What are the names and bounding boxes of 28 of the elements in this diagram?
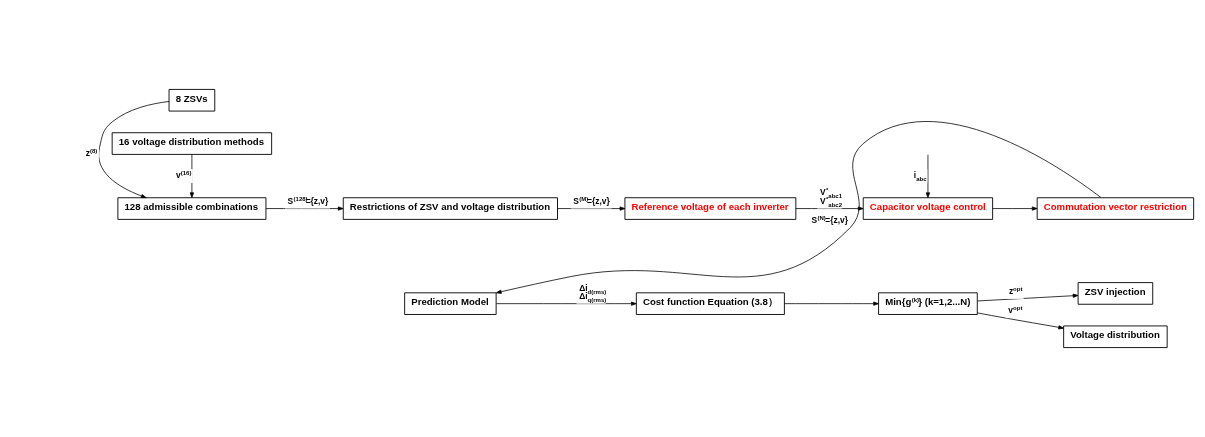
edge-label: v$^{(16)}$	[175, 170, 192, 180]
node-box: 16 voltage distribution methods	[111, 132, 273, 155]
arrow	[784, 301, 879, 306]
node-box: Cost function Equation (3.8）	[635, 292, 785, 315]
arrow	[977, 312, 1064, 330]
node-box: Min{g$^{(k)}$} (k=1,2...N)	[878, 292, 978, 315]
arrow	[977, 293, 1079, 302]
edge-label: S$^{(N)}$={z,v}	[811, 214, 848, 225]
edge-label: S$^{(128)}$={z,v}	[287, 195, 329, 206]
edge-label: Δi$_{d(rms)}$ Δi$_{q(rms)}$	[579, 282, 607, 303]
edge-label: z$^{(8)}$	[85, 148, 98, 159]
arrow	[992, 206, 1038, 211]
node-box: Restrictions of ZSV and voltage distribution	[342, 197, 558, 220]
node-box: 128 admissible combinations	[117, 197, 267, 220]
node-box: Voltage distribution	[1063, 325, 1168, 349]
node-box: Capacitor voltage control	[862, 197, 994, 220]
edge-label: S$^{(M)}$={z,v}	[573, 195, 610, 206]
node-box: Prediction Model	[404, 292, 497, 315]
arrow	[496, 121, 1102, 294]
arrow	[98, 101, 170, 199]
node-box: ZSV injection	[1077, 282, 1154, 305]
edge-label: i$_{abc}$	[913, 170, 927, 183]
edge-label: v$^{opt}$	[1008, 305, 1023, 316]
node-box: Reference voltage of each inverter	[624, 197, 797, 220]
node-box: 8 ZSVs	[168, 88, 216, 112]
node-box: Commutation vector restriction	[1036, 197, 1195, 220]
arrow	[925, 154, 930, 198]
edge-label: z$^{opt}$	[1008, 285, 1023, 296]
